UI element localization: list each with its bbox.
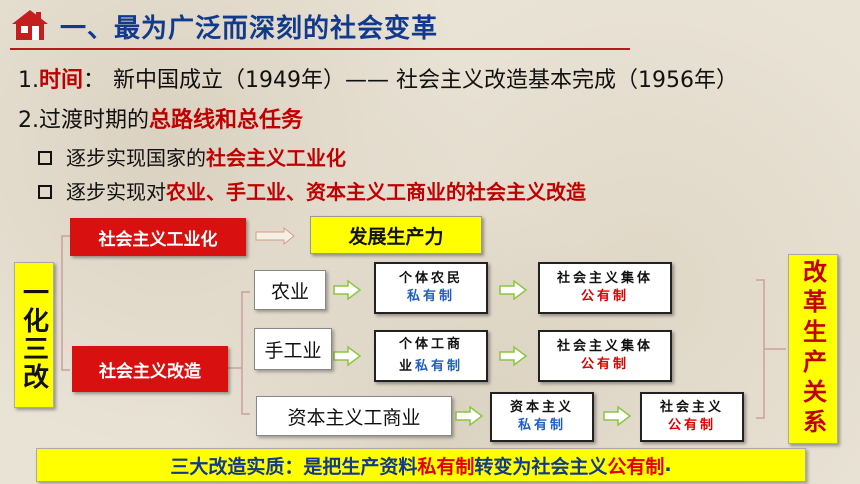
title-underline: [10, 48, 630, 50]
bullet2-highlight: 农业、手工业、资本主义工商业的社会主义改造: [166, 180, 586, 204]
bullet1-highlight: 社会主义工业化: [206, 146, 346, 170]
essence-banner: 三大改造实质：是把生产资料私有制转变为社会主义公有制.: [36, 448, 806, 482]
industrialization-box: 社会主义工业化: [70, 218, 246, 256]
arrow-icon: [333, 279, 632, 427]
collective-box-1: 社会主义集体 公有制: [538, 262, 672, 314]
item1-num: 1.: [18, 68, 39, 93]
collective-box-2: 社会主义集体 公有制: [538, 330, 672, 382]
one-industrialization-three-transformations: 一化三改: [14, 262, 54, 408]
checkbox-icon: [38, 150, 52, 165]
time-line: 1.时间： 新中国成立（1949年）—— 社会主义改造基本完成（1956年）: [18, 62, 738, 94]
individual-handicraft-box: 个体工商 业私有制: [374, 330, 488, 382]
capitalism-box: 资本主义 私有制: [490, 392, 594, 442]
bullet-industrialization: 逐步实现国家的社会主义工业化: [38, 142, 346, 171]
capitalist-commerce-box: 资本主义工商业: [256, 396, 452, 436]
item2-highlight: 总路线和总任务: [149, 108, 304, 133]
checkbox-icon: [38, 184, 52, 199]
handicraft-box: 手工业: [254, 328, 332, 370]
general-line-heading: 2.过渡时期的总路线和总任务: [18, 102, 303, 134]
bullet1-prefix: 逐步实现国家的: [66, 146, 206, 170]
transformation-box: 社会主义改造: [72, 346, 228, 392]
reform-production-relations: 改革生产关系: [788, 254, 838, 444]
socialism-box: 社会主义 公有制: [640, 392, 744, 442]
individual-farmers-box: 个体农民 私有制: [374, 262, 488, 314]
bullet2-prefix: 逐步实现对: [66, 180, 166, 204]
item1-text: 新中国成立（1949年）—— 社会主义改造基本完成（1956年）: [113, 68, 739, 93]
page-title: 一、最为广泛而深刻的社会变革: [60, 14, 439, 44]
item2-prefix: 2.过渡时期的: [18, 108, 149, 133]
house-icon: [10, 8, 50, 42]
bullet-transformation: 逐步实现对农业、手工业、资本主义工商业的社会主义改造: [38, 176, 586, 205]
item1-colon: ：: [83, 68, 106, 93]
agriculture-box: 农业: [254, 270, 326, 310]
item1-label: 时间: [39, 68, 84, 93]
arrow-icon: [255, 226, 295, 246]
develop-productivity-box: 发展生产力: [310, 216, 482, 254]
